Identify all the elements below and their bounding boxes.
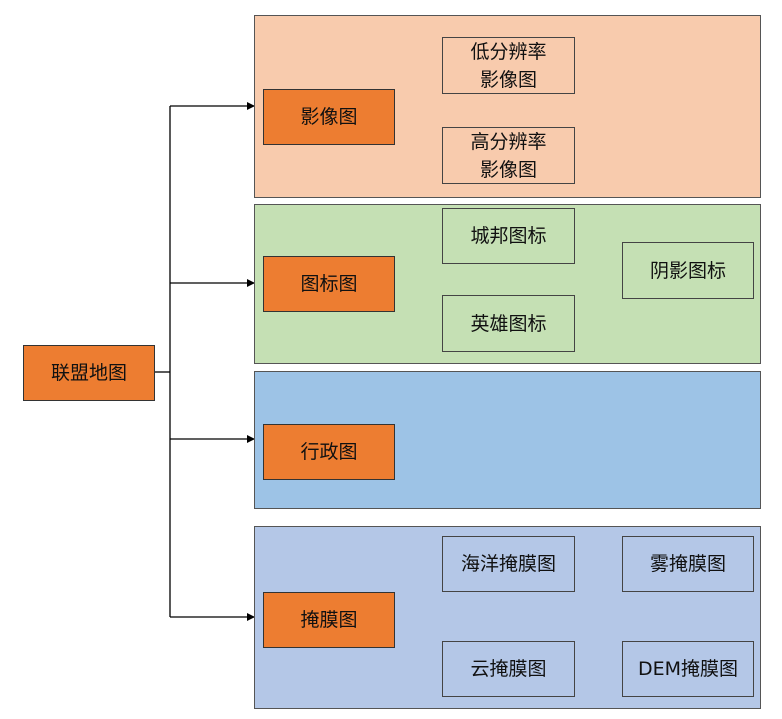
leaf-hero-icon-label: 英雄图标: [470, 312, 547, 335]
root-node: 联盟地图: [23, 345, 155, 401]
category-icons: 图标图: [263, 256, 395, 312]
leaf-city-icon-label: 城邦图标: [470, 225, 547, 247]
category-admin-label: 行政图: [300, 441, 358, 463]
leaf-fog-mask: 雾掩膜图: [622, 536, 754, 592]
category-admin: 行政图: [263, 424, 395, 480]
leaf-cloud-mask: 云掩膜图: [442, 641, 575, 697]
leaf-ocean-mask: 海洋掩膜图: [442, 536, 575, 592]
leaf-city-icon: 城邦图标: [442, 208, 575, 264]
category-imagery-label: 影像图: [300, 106, 358, 128]
category-imagery: 影像图: [263, 89, 395, 145]
leaf-shadow-icon-label: 阴影图标: [649, 259, 726, 282]
leaf-low-res-imagery-label: 低分辨率 影像图: [470, 40, 547, 91]
category-icons-label: 图标图: [300, 273, 358, 295]
leaf-low-res-imagery: 低分辨率 影像图: [442, 37, 575, 94]
category-mask-label: 掩膜图: [300, 609, 358, 631]
leaf-ocean-mask-label: 海洋掩膜图: [460, 553, 556, 575]
leaf-hero-icon: 英雄图标: [442, 295, 575, 352]
leaf-high-res-imagery-label: 高分辨率 影像图: [470, 130, 547, 181]
leaf-dem-mask: DEM掩膜图: [622, 641, 754, 697]
leaf-dem-mask-label: DEM掩膜图: [637, 658, 739, 680]
leaf-cloud-mask-label: 云掩膜图: [470, 658, 547, 680]
leaf-fog-mask-label: 雾掩膜图: [649, 553, 726, 575]
category-mask: 掩膜图: [263, 592, 395, 648]
leaf-shadow-icon: 阴影图标: [622, 242, 754, 299]
root-node-label: 联盟地图: [50, 362, 127, 384]
leaf-high-res-imagery: 高分辨率 影像图: [442, 127, 575, 184]
